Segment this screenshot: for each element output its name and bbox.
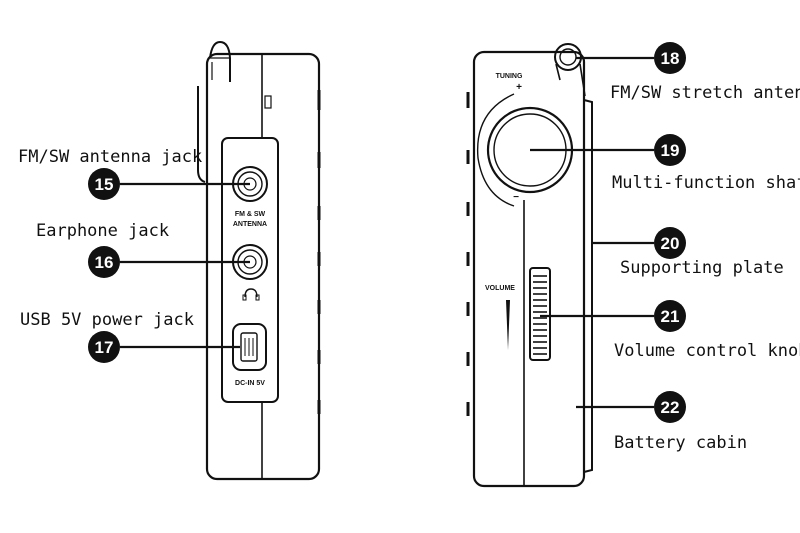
callout-20: 20 bbox=[654, 227, 686, 259]
callout-label-16: Earphone jack bbox=[36, 221, 169, 241]
callout-badge-18 bbox=[654, 42, 686, 74]
callout-label-17: USB 5V power jack bbox=[20, 310, 194, 330]
callout-15: 15 bbox=[88, 168, 120, 200]
callout-label-22: Battery cabin bbox=[614, 433, 747, 453]
callout-badge-15 bbox=[88, 168, 120, 200]
right-side-view bbox=[466, 43, 593, 488]
callout-number-20: 20 bbox=[661, 234, 680, 253]
callout-number-21: 21 bbox=[661, 307, 680, 326]
callout-label-19: Multi-function shaft bbox=[612, 173, 800, 193]
volume-wedge bbox=[506, 300, 510, 350]
callout-16: 16 bbox=[88, 246, 120, 278]
callout-badge-16 bbox=[88, 246, 120, 278]
callout-badge-21 bbox=[654, 300, 686, 332]
callout-label-15: FM/SW antenna jack bbox=[18, 147, 202, 167]
callout-label-18: FM/SW stretch antenna bbox=[610, 83, 800, 103]
antenna-jack-marking-2: ANTENNA bbox=[233, 221, 267, 228]
callout-label-20: Supporting plate bbox=[620, 258, 784, 278]
volume-marking: VOLUME bbox=[485, 285, 515, 292]
callout-label-21: Volume control knob bbox=[614, 341, 800, 361]
callout-number-16: 16 bbox=[95, 253, 114, 272]
callout-17: 17 bbox=[88, 331, 120, 363]
callout-badge-20 bbox=[654, 227, 686, 259]
callout-number-15: 15 bbox=[95, 175, 114, 194]
callout-number-17: 17 bbox=[95, 338, 114, 357]
tuning-minus-marking: − bbox=[513, 192, 519, 203]
left-side-view bbox=[197, 40, 321, 481]
callout-21: 21 bbox=[654, 300, 686, 332]
dc-in-marking: DC-IN 5V bbox=[235, 380, 265, 387]
callout-badge-17 bbox=[88, 331, 120, 363]
callout-22: 22 bbox=[654, 391, 686, 423]
tuning-marking: TUNING bbox=[496, 73, 523, 80]
callout-number-19: 19 bbox=[661, 141, 680, 160]
tuning-plus-marking: + bbox=[516, 82, 522, 93]
callout-number-22: 22 bbox=[661, 398, 680, 417]
callout-18: 18 bbox=[654, 42, 686, 74]
callout-badge-19 bbox=[654, 134, 686, 166]
callout-number-18: 18 bbox=[661, 49, 680, 68]
left-leader-lines bbox=[120, 182, 250, 349]
callout-19: 19 bbox=[654, 134, 686, 166]
antenna-jack-marking-1: FM & SW bbox=[235, 211, 266, 218]
volume-wheel-ridges bbox=[533, 275, 547, 355]
right-leader-lines bbox=[530, 56, 654, 409]
callout-badge-22 bbox=[654, 391, 686, 423]
